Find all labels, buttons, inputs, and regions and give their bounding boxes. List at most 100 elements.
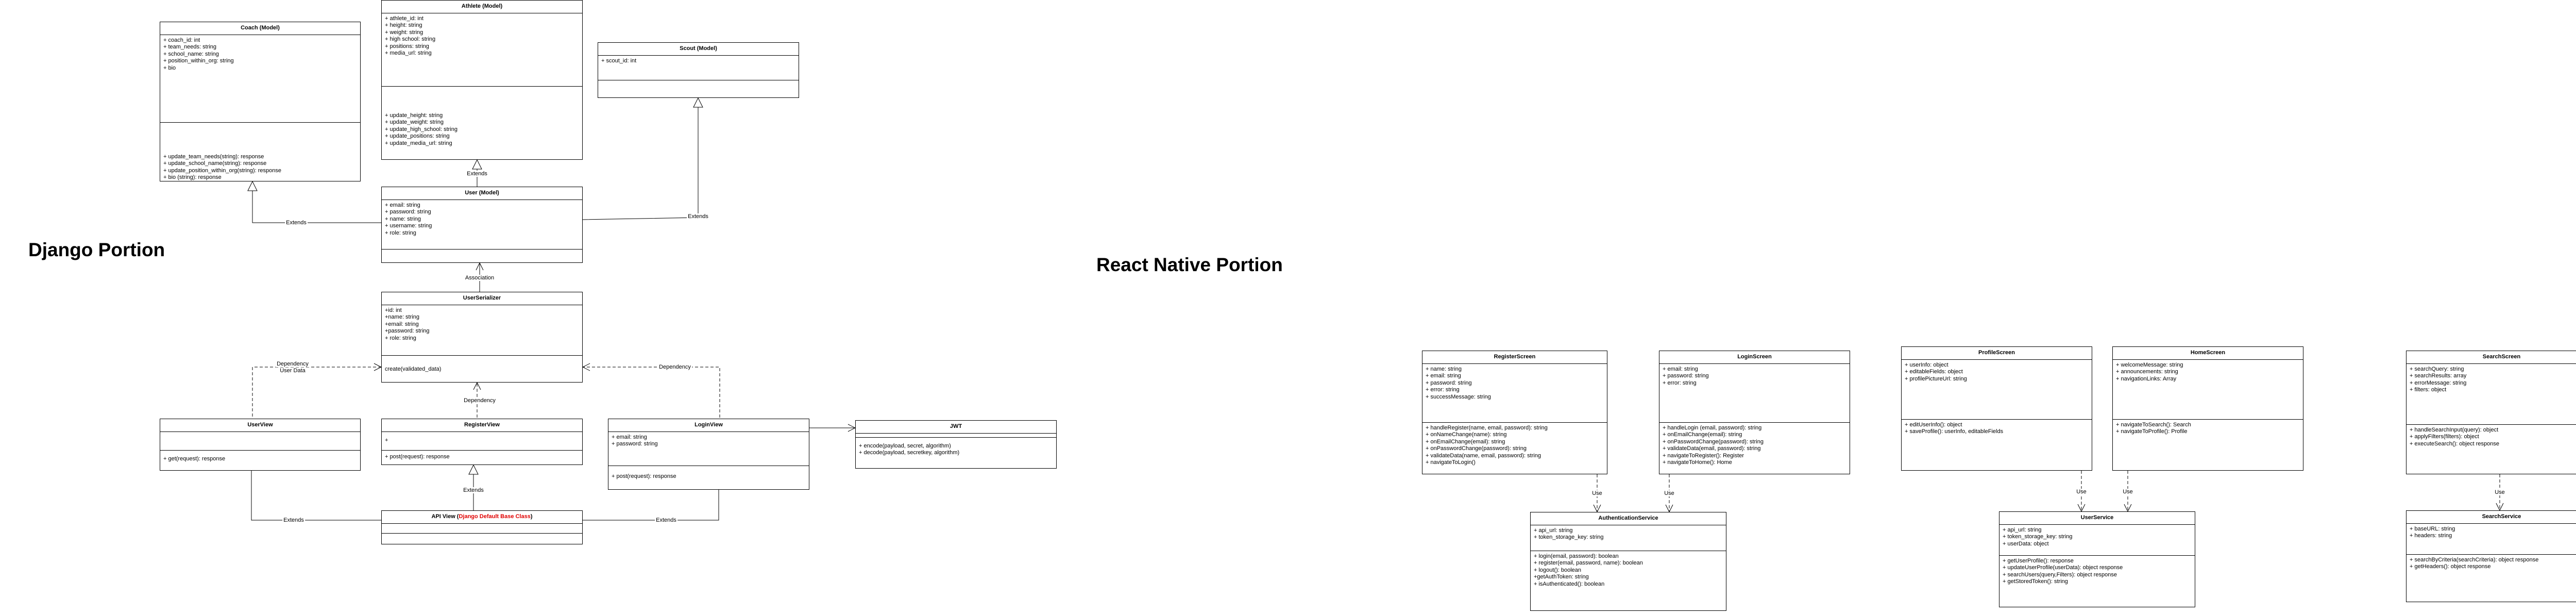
methods: create(validated_data) — [382, 355, 582, 375]
class-member: + isAuthenticated(): boolean — [1534, 580, 1605, 587]
class-profilescreen[interactable]: ProfileScreen + userInfo: object+ editab… — [1901, 346, 2092, 471]
class-member: + editUserInfo(): object — [1905, 421, 1962, 428]
class-member: + profilePictureUrl: string — [1905, 375, 1967, 382]
class-name: API View (Django Default Base Class) — [382, 511, 582, 523]
class-userserializer[interactable]: UserSerializer +id: int+name: string+ema… — [381, 292, 583, 383]
edge-label-use: Use — [2494, 489, 2506, 495]
methods: + encode(payload, secret, algorithm)+ de… — [856, 437, 1056, 459]
class-name: Scout (Model) — [680, 45, 717, 52]
class-member: + successMessage: string — [1426, 393, 1491, 400]
methods: + login(email, password): boolean+ regis… — [1531, 550, 1726, 590]
class-member: + update_team_needs(string): response — [163, 153, 264, 160]
class-member: + token_storage_key: string — [2003, 534, 2073, 540]
class-member: + announcements: string — [2116, 369, 2178, 375]
edge-label-extends: Extends — [462, 487, 485, 493]
class-member: + navigateToRegister(): Register — [1663, 452, 1744, 459]
class-member: + userData: object — [2003, 540, 2049, 547]
methods: + handleSearchInput(query): object+ appl… — [2406, 424, 2576, 450]
class-loginview[interactable]: LoginView + email: string+ password: str… — [608, 419, 809, 490]
attributes: + welcomeMessage: string+ announcements:… — [2113, 359, 2303, 419]
attributes — [382, 523, 582, 533]
methods: + get(request): response — [160, 450, 360, 465]
class-user-model[interactable]: User (Model) + email: string+ password: … — [381, 187, 583, 263]
class-name: RegisterView — [464, 422, 500, 428]
class-member: + onPasswordChange(password): string — [1426, 445, 1527, 452]
attributes: + email: string+ password: string — [608, 431, 809, 466]
class-registerscreen[interactable]: RegisterScreen + name: string+ email: st… — [1422, 351, 1607, 474]
class-member: + name: string — [1426, 366, 1462, 372]
methods: + handleLogin (email, password): string+… — [1659, 422, 1850, 469]
methods: + editUserInfo(): object+ saveProfile():… — [1902, 419, 2092, 438]
class-member: +name: string — [385, 314, 419, 320]
class-member: + update_school_name(string): response — [163, 160, 267, 167]
class-member: + onPasswordChange(password): string — [1663, 438, 1764, 445]
class-member: + onEmailChange(email): string — [1426, 438, 1505, 445]
class-name: RegisterScreen — [1494, 354, 1536, 360]
class-member: + logout(): boolean — [1534, 567, 1582, 573]
class-userservice[interactable]: UserService + api_url: string+ token_sto… — [1999, 511, 2195, 607]
class-member: + school_name: string — [163, 51, 219, 57]
class-name: LoginView — [694, 422, 723, 428]
class-member: + role: string — [385, 229, 416, 236]
class-searchservice[interactable]: SearchService + baseURL: string+ headers… — [2406, 510, 2576, 602]
class-name: LoginScreen — [1737, 354, 1772, 360]
class-searchscreen[interactable]: SearchScreen + searchQuery: string+ sear… — [2406, 351, 2576, 474]
class-jwt[interactable]: JWT + encode(payload, secret, algorithm)… — [855, 420, 1057, 469]
class-authenticationservice[interactable]: AuthenticationService + api_url: string+… — [1530, 512, 1726, 611]
edge-label-association: Association — [464, 275, 496, 281]
class-member: + searchByCriteria(searchCriteria): obje… — [2410, 556, 2539, 563]
class-member: + — [385, 437, 388, 443]
attributes: + coach_id: int+ team_needs: string+ sch… — [160, 34, 360, 122]
class-member: + welcomeMessage: string — [2116, 361, 2183, 368]
class-member: + name: string — [385, 215, 421, 222]
edge-login-serializer — [583, 367, 720, 418]
class-member: + errorMessage: string — [2410, 379, 2467, 386]
attributes: + scout_id: int — [598, 55, 799, 80]
edge-label-dependency: Dependency — [276, 361, 310, 367]
class-member: + coach_id: int — [163, 37, 200, 43]
class-member: + updateUserProfile(userData): object re… — [2003, 565, 2123, 571]
react-native-portion-title: React Native Portion — [1096, 254, 1283, 275]
class-member: + filters: object — [2410, 387, 2447, 393]
class-scout-model[interactable]: Scout (Model) + scout_id: int — [598, 42, 799, 98]
attributes: + userInfo: object+ editableFields: obje… — [1902, 359, 2092, 419]
class-member: + login(email, password): boolean — [1534, 553, 1619, 559]
class-member: + getHeaders(): object response — [2410, 563, 2491, 570]
class-registerview[interactable]: RegisterView + + post(request): response — [381, 419, 583, 465]
class-member: + update_position_within_org(string): re… — [163, 167, 282, 174]
class-member: + executeSearch(): object response — [2410, 440, 2499, 447]
class-member: + searchResults: array — [2410, 373, 2467, 379]
class-coach-model[interactable]: Coach (Model) + coach_id: int+ team_need… — [160, 22, 361, 181]
edge-label-extends: Extends — [282, 517, 305, 523]
class-athlete-model[interactable]: Athlete (Model) + athlete_id: int+ heigh… — [381, 0, 583, 160]
class-api-view[interactable]: API View (Django Default Base Class) — [381, 510, 583, 544]
class-member: + saveProfile(): userInfo, editableField… — [1905, 428, 2004, 435]
attributes: + api_url: string+ token_storage_key: st… — [1531, 524, 1726, 551]
methods: + post(request): response — [608, 465, 809, 483]
edge-label-dependency: Dependency — [463, 397, 497, 404]
class-member: + position_within_org: string — [163, 58, 234, 64]
class-member: + baseURL: string — [2410, 525, 2455, 532]
class-member: + password: string — [1426, 379, 1472, 386]
api-view-suffix: ) — [530, 513, 533, 520]
class-homescreen[interactable]: HomeScreen + welcomeMessage: string+ ann… — [2112, 346, 2303, 471]
edge-label-extends: Extends — [687, 213, 709, 220]
class-member: + editableFields: object — [1905, 369, 1963, 375]
methods — [382, 533, 582, 538]
class-member: + searchQuery: string — [2410, 366, 2464, 372]
class-member: + encode(payload, secret, algorithm) — [859, 442, 951, 449]
class-loginscreen[interactable]: LoginScreen + email: string+ password: s… — [1659, 351, 1850, 474]
class-member: + token_storage_key: string — [1534, 534, 1604, 540]
class-userview[interactable]: UserView + get(request): response — [160, 419, 361, 471]
class-member: + handleRegister(name, email, password):… — [1426, 424, 1548, 431]
class-member: + media_url: string — [385, 50, 432, 56]
class-name: Coach (Model) — [241, 25, 280, 31]
attributes: + baseURL: string+ headers: string — [2406, 523, 2576, 554]
class-member: + weight: string — [385, 29, 423, 36]
edge-scout-user — [582, 98, 698, 220]
methods: + update_height: string+ update_weight: … — [382, 86, 582, 150]
methods — [598, 79, 799, 85]
edge-label-use: Use — [1591, 490, 1603, 496]
class-member: + register(email, password, name): boole… — [1534, 560, 1643, 566]
class-member: + error: string — [1663, 379, 1697, 386]
